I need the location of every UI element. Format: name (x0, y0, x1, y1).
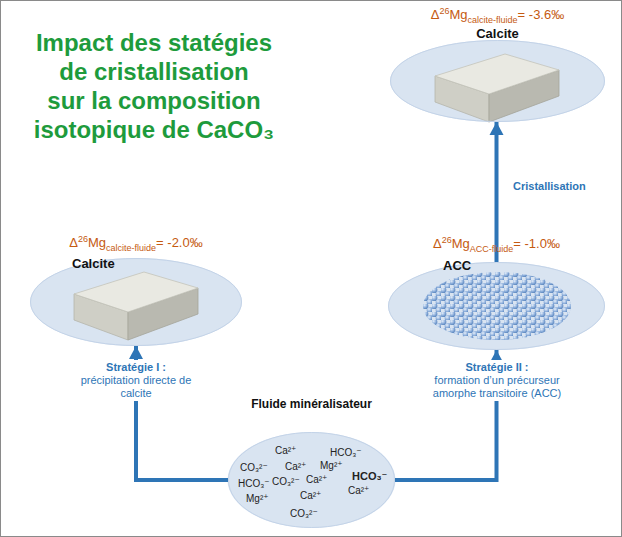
ellipse-outline (388, 262, 605, 350)
ion-label: CO₃²⁻ (272, 476, 300, 488)
edge-label: Cristallisation (510, 179, 589, 194)
ion-label: Mg²⁺ (246, 493, 269, 505)
ion-label: CO₃²⁻ (240, 462, 268, 474)
label-strong: Stratégie I : (75, 361, 197, 374)
label-body: formation d’un précurseur amorphe transi… (417, 374, 577, 400)
text-part: 26 (78, 234, 88, 244)
ion-label: HCO₃⁻ (330, 447, 362, 459)
edge-label: Stratégie II : formation d’un précurseur… (414, 360, 580, 401)
node-name: ACC (443, 259, 471, 274)
ellipse-outline-shape (31, 259, 242, 346)
acc-spheres (420, 270, 580, 344)
ellipse-outline (30, 258, 242, 346)
ion-label: Ca²⁺ (306, 474, 327, 486)
ion-label: Ca²⁺ (300, 490, 321, 502)
label-strong: Stratégie II : (417, 361, 577, 374)
ion-label: HCO₃⁻ (238, 478, 270, 490)
text-part: 26 (442, 235, 452, 245)
text-part: ACC-fluide (470, 244, 514, 254)
text-part: 26 (439, 6, 449, 16)
calcite-crystal (435, 54, 559, 122)
ellipse-fill (30, 258, 242, 346)
ellipse-node: Fluide minéralisateurCa²⁺HCO₃⁻CO₃²⁻Ca²⁺M… (228, 432, 395, 528)
text-part: calcite-fluide (468, 15, 518, 25)
ion-label: CO₃²⁻ (290, 508, 318, 520)
label-body: précipitation directe de calcite (75, 374, 197, 400)
node-name: Calcite (72, 257, 115, 272)
isotope-fractionation: Δ26Mgcalcite-fluide= -2.0‰ (69, 234, 202, 253)
ellipse-outline (390, 40, 605, 122)
diagram-title: Impact des statégies de cristallisation … (23, 28, 285, 144)
ion-label: Mg²⁺ (320, 460, 343, 472)
isotope-fractionation: Δ26MgACC-fluide= -1.0‰ (433, 235, 560, 254)
ion-label: Ca²⁺ (285, 461, 306, 473)
ellipse-node: Δ26Mgcalcite-fluide= -2.0‰Calcite (30, 258, 242, 346)
node-name: Calcite (476, 27, 519, 42)
ellipse-outline-shape (389, 263, 605, 350)
ellipse-outline-shape (391, 41, 605, 122)
ellipse-fill (388, 262, 605, 350)
calcite-crystal (74, 272, 198, 340)
node-heading: Fluide minéralisateur (237, 398, 387, 412)
ellipse-node: Δ26Mgcalcite-fluide= -3.6‰Calcite (390, 40, 605, 122)
ellipse-fill (390, 40, 605, 122)
ion-label: HCO₃⁻ (352, 470, 387, 482)
ion-label: Ca²⁺ (348, 485, 369, 497)
text-part: calcite-fluide (106, 243, 156, 253)
ion-label: Ca²⁺ (275, 445, 296, 457)
ellipse-outline-shape (229, 433, 395, 528)
edge-label: Stratégie I : précipitation directe de c… (72, 360, 200, 401)
ellipse-fill (228, 432, 396, 528)
isotope-fractionation: Δ26Mgcalcite-fluide= -3.6‰ (431, 6, 564, 25)
ellipse-node: Δ26MgACC-fluide= -1.0‰ACC (388, 262, 605, 350)
flow-arrow (495, 122, 499, 262)
